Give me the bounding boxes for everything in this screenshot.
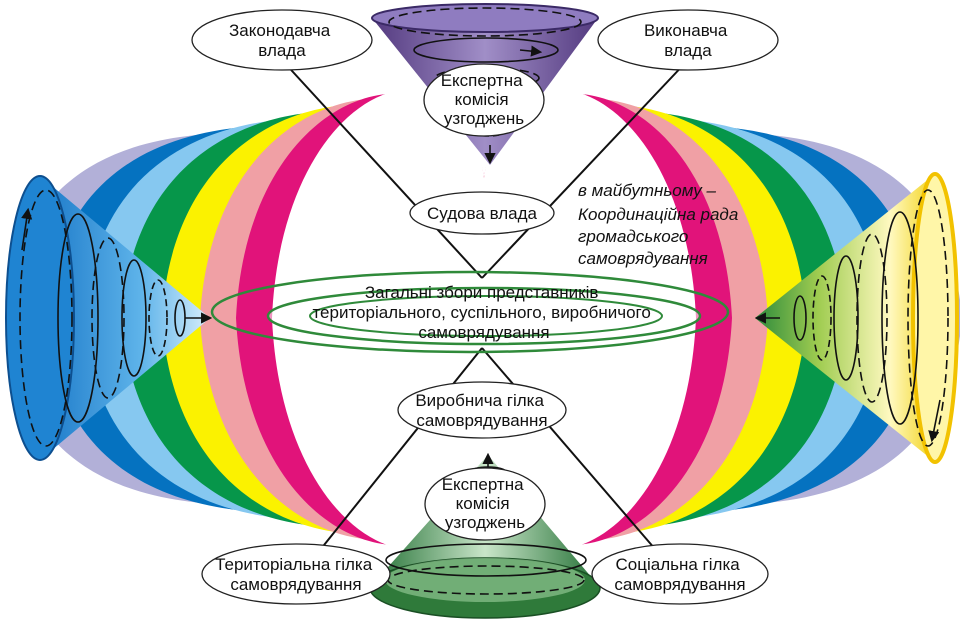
node-territorial (201, 543, 391, 605)
node-judicial (409, 191, 555, 235)
general-assembly-ellipses (210, 270, 730, 354)
label-social: Соціальна гілка самоврядування (614, 555, 745, 594)
note-coordination-council: в майбутньому – Координаційна рада грома… (578, 181, 743, 268)
node-legislative (191, 9, 373, 71)
left-cone (5, 175, 213, 461)
label-production: Виробнича гілка самоврядування (415, 391, 548, 430)
label-legislative: Законодавча влада (229, 21, 335, 60)
right-cone (754, 172, 959, 464)
node-expert-bottom (424, 467, 546, 541)
node-expert-top (423, 63, 545, 137)
label-territorial: Територіальна гілка самоврядування (215, 555, 377, 594)
label-judicial: Судова влада (427, 204, 538, 223)
node-social (591, 543, 769, 605)
label-executive: Виконавча влада (644, 21, 732, 60)
label-expert-bottom: Експертна комісія узгоджень (442, 475, 529, 532)
node-executive (597, 9, 779, 71)
label-expert-top: Експертна комісія узгоджень (441, 71, 528, 128)
label-general-assembly: Загальні збори представників територіаль… (312, 283, 655, 342)
node-ellipses (191, 9, 779, 605)
node-production (397, 381, 567, 439)
